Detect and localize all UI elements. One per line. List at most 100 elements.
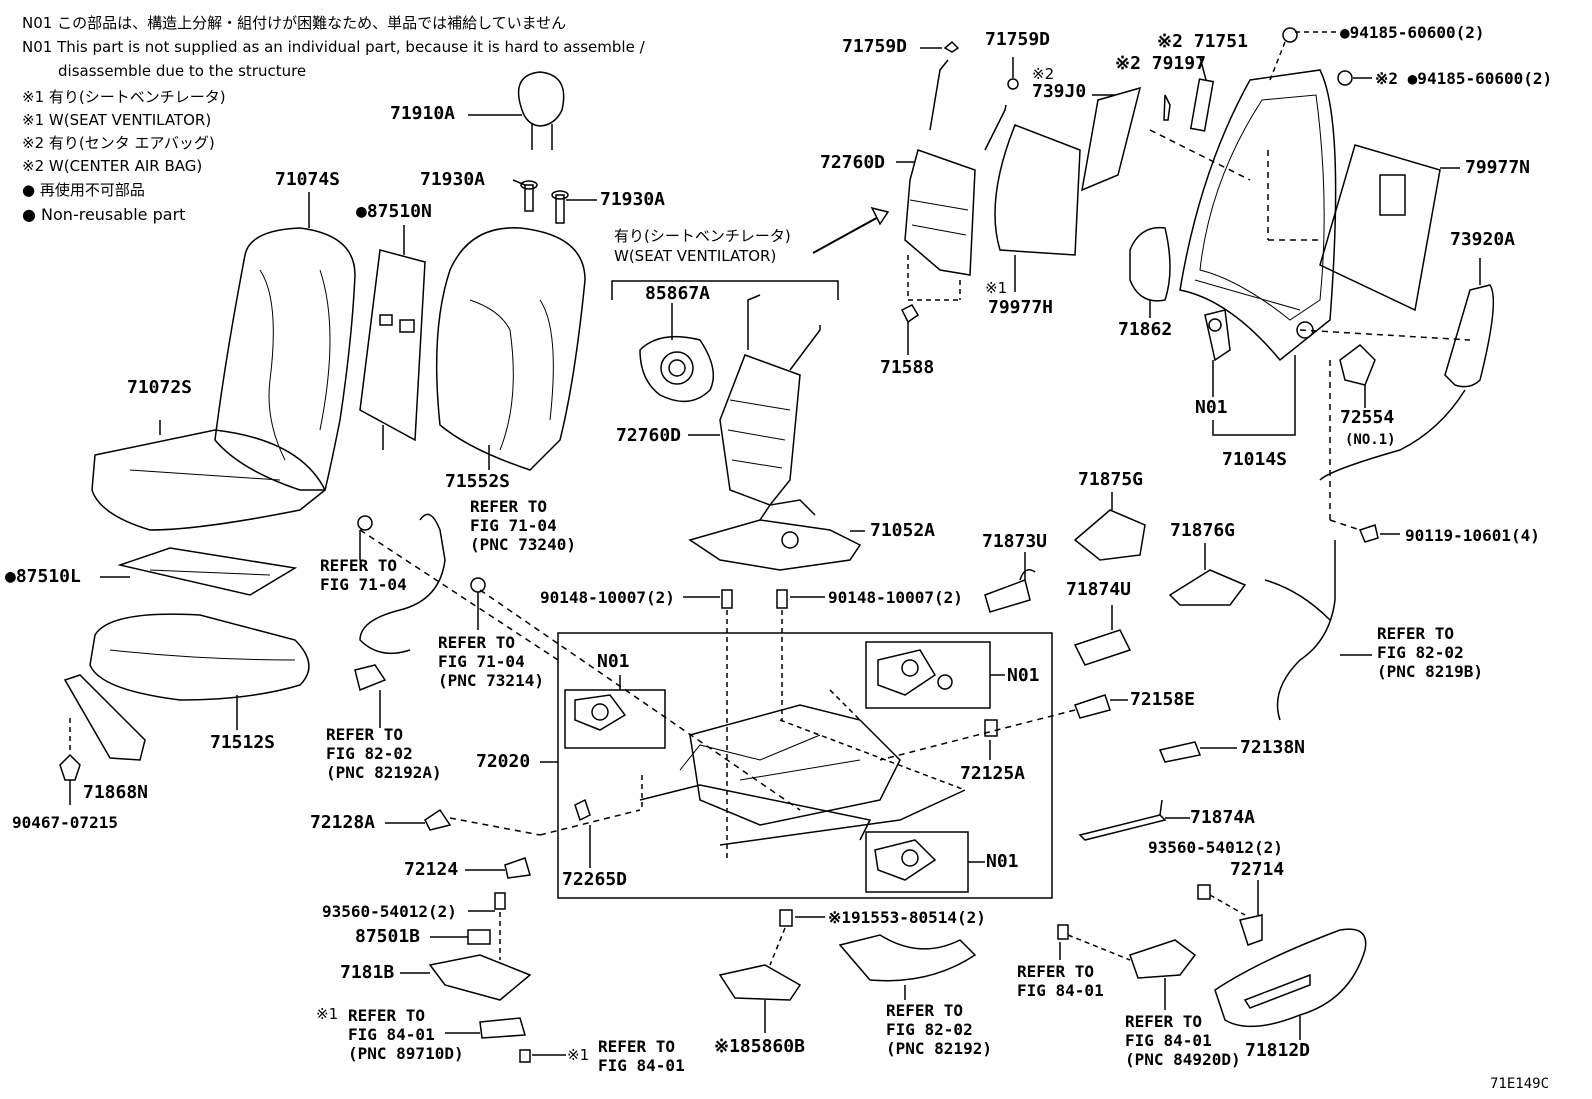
- clip-71759D-b-part: [1007, 78, 1019, 90]
- label-71014S: 71014S: [1222, 449, 1288, 470]
- legend-m2-en: ※2 W(CENTER AIR BAG): [22, 157, 203, 175]
- bolt-191553-part: [779, 909, 793, 927]
- bracket-72554-part: [1339, 344, 1376, 386]
- pad-79977N-part: [1319, 144, 1441, 312]
- legend-nonreuse-ja: ● 再使用不可部品: [22, 181, 145, 199]
- label-71751: ※2 71751: [1157, 31, 1248, 52]
- label-90148-2: 90148-10007(2): [828, 588, 963, 607]
- label-71072S: 71072S: [127, 377, 193, 398]
- switch-84920D-part: [1129, 939, 1197, 979]
- label-71052A: 71052A: [870, 520, 936, 541]
- label-71868N: 71868N: [83, 782, 149, 803]
- mark-bottom: ※1: [567, 1046, 590, 1064]
- label-72554-sub: (NO.1): [1345, 432, 1396, 448]
- label-72714: 72714: [1230, 859, 1285, 880]
- mat-87510L-part: [117, 547, 298, 596]
- label-N01-a: N01: [597, 651, 630, 672]
- bolt-90119-part: [1358, 524, 1379, 543]
- label-71930A-1: 71930A: [420, 169, 486, 190]
- label-93560-r: 93560-54012(2): [1148, 838, 1283, 857]
- recliner-motor-part: [1204, 309, 1231, 362]
- label-94185-2: ※2 ●94185-60600(2): [1375, 69, 1553, 88]
- sv-callout-ja: 有り(シートベンチレータ): [614, 227, 791, 245]
- screw-93560-r-part: [1197, 884, 1211, 900]
- label-85867A: 85867A: [645, 283, 711, 304]
- label-71588: 71588: [880, 357, 935, 378]
- label-71873U: 71873U: [982, 531, 1048, 552]
- seat-track-part: [639, 704, 966, 846]
- motor-box-b: [865, 641, 991, 709]
- label-72265D: 72265D: [562, 869, 628, 890]
- lumbar-frame-upper-part: [904, 59, 1007, 276]
- nut-94185-b-part: [1337, 70, 1353, 86]
- harness-82192-part: [838, 934, 977, 982]
- label-72760D-upper: 72760D: [820, 152, 886, 173]
- bracket-71873U-part: [984, 569, 1036, 613]
- motor-a-part: [574, 694, 627, 731]
- screw-84-01-part: [1057, 924, 1069, 940]
- block-87501B-part: [467, 929, 491, 945]
- label-87510L: ●87510L: [5, 566, 81, 587]
- legend-m1-ja: ※1 有り(シートベンチレータ): [22, 88, 226, 106]
- bracket-71876G-part: [1168, 569, 1247, 606]
- module-89710D-part: [479, 1017, 526, 1039]
- bracket-71875G-part: [1073, 509, 1146, 561]
- legend-n01-ja: N01 この部品は、構造上分解・組付けが困難なため、単品では補給していません: [22, 14, 567, 32]
- seat-track-group-box: [557, 632, 1053, 899]
- adjuster-71052A-part: [688, 499, 862, 571]
- cushion-pad-part: [89, 613, 310, 701]
- cushion-cover-part: [91, 429, 326, 531]
- label-71862: 71862: [1118, 319, 1173, 340]
- label-79977H: 79977H: [988, 297, 1054, 318]
- legend-m2-ja: ※2 有り(センタ エアバッグ): [22, 134, 215, 152]
- legend-n01-en-2: disassemble due to the structure: [58, 62, 307, 80]
- label-72158E: 72158E: [1130, 689, 1196, 710]
- label-87501B: 87501B: [355, 926, 421, 947]
- label-N01-b: N01: [1007, 665, 1040, 686]
- label-90119: 90119-10601(4): [1405, 526, 1540, 545]
- seatback-pad-part: [435, 227, 586, 471]
- bolt-90148-b-part: [776, 589, 788, 609]
- label-71875G: 71875G: [1078, 469, 1144, 490]
- label-87510N: ●87510N: [356, 201, 432, 222]
- figure-code: 71E149C: [1490, 1076, 1550, 1092]
- clip-72124-part: [504, 857, 531, 879]
- label-90467: 90467-07215: [12, 813, 118, 832]
- ventilator-fan-part: [639, 335, 715, 403]
- clip-71588-part: [900, 304, 920, 324]
- mark-79977H: ※1: [985, 279, 1008, 297]
- label-71552S: 71552S: [445, 471, 511, 492]
- motor-box-a: [564, 689, 666, 749]
- screw-bottom-part: [519, 1049, 531, 1063]
- label-71874U: 71874U: [1066, 579, 1132, 600]
- label-72138N: 72138N: [1240, 737, 1306, 758]
- label-72020: 72020: [476, 751, 531, 772]
- label-71759D-1: 71759D: [842, 36, 908, 57]
- label-72554: 72554: [1340, 407, 1395, 428]
- label-71930A-2: 71930A: [600, 189, 666, 210]
- label-79197: ※2 79197: [1115, 53, 1206, 74]
- label-N01-c: N01: [986, 851, 1019, 872]
- label-739J0: 739J0: [1032, 81, 1087, 102]
- rod-71874A-part: [1078, 799, 1167, 841]
- label-71910A: 71910A: [390, 103, 456, 124]
- label-94185-1: ●94185-60600(2): [1340, 23, 1485, 42]
- strip-739J0-part: [1081, 86, 1142, 192]
- legend-m1-en: ※1 W(SEAT VENTILATOR): [22, 111, 212, 129]
- label-72124: 72124: [404, 859, 459, 880]
- bolt-72125A-part: [984, 719, 998, 737]
- cover-72138N-part: [1158, 741, 1202, 763]
- bracket-72265D-part: [574, 798, 591, 822]
- seatback-cover-part: [214, 227, 356, 491]
- legend-nonreuse-en: ● Non-reusable part: [22, 205, 186, 224]
- label-71074S: 71074S: [275, 169, 341, 190]
